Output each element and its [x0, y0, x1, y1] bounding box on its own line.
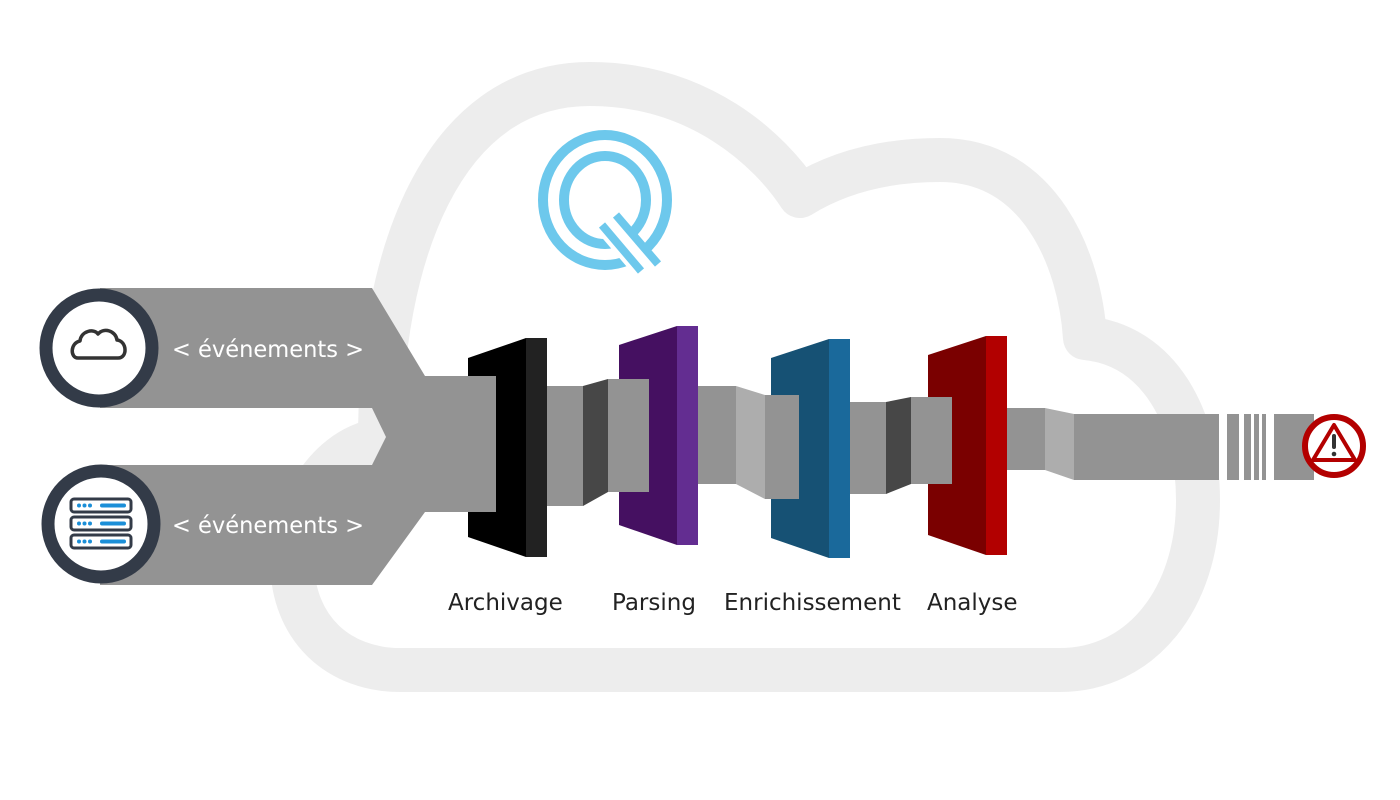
source-server: < événements > — [41, 464, 364, 584]
stage-face — [928, 336, 986, 555]
source-cloud: < événements > — [39, 288, 364, 408]
stage-label-enrichissement: Enrichissement — [724, 590, 901, 616]
stage-parsing — [608, 326, 698, 545]
stage-label-analyse: Analyse — [927, 590, 1018, 616]
stage-enrichissement — [765, 339, 850, 558]
q-logo-icon — [538, 130, 672, 280]
cloud-icon — [70, 328, 127, 360]
stage-side — [526, 338, 547, 557]
source-label: < événements > — [172, 337, 364, 363]
output-pipe — [1007, 408, 1314, 480]
stage-analyse — [911, 336, 1007, 555]
stage-archivage — [440, 338, 547, 557]
stage-side — [677, 326, 698, 545]
stage-label-archivage: Archivage — [448, 590, 563, 616]
connector — [547, 379, 608, 506]
connector — [698, 386, 765, 499]
source-label: < événements > — [172, 513, 364, 539]
source-funnel — [100, 288, 496, 585]
stage-label-parsing: Parsing — [612, 590, 696, 616]
connector — [850, 397, 911, 494]
stage-side — [829, 339, 850, 558]
server-rack-icon — [69, 497, 133, 550]
stage-side — [986, 336, 1007, 555]
stage-face — [771, 339, 829, 558]
warning-alert-icon — [1302, 414, 1366, 478]
